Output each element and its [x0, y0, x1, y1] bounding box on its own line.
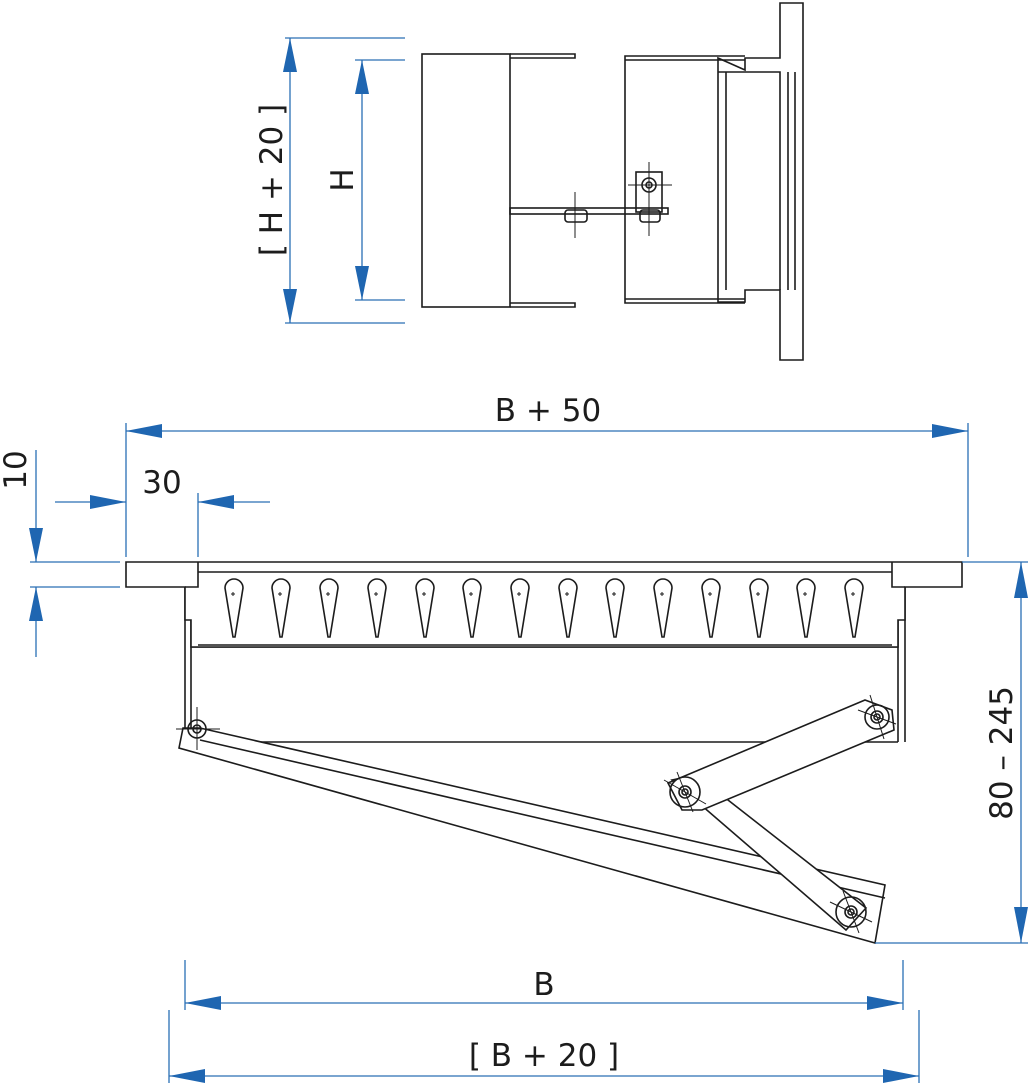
section-view: [421, 2, 804, 361]
label-h-plus-20: [ H + 20 ]: [254, 104, 290, 256]
label-80-245: 80 – 245: [984, 686, 1020, 820]
dimension-b-plus-50: B + 50: [125, 393, 969, 557]
label-b-plus-20: [ B + 20 ]: [469, 1038, 619, 1074]
dimension-b-plus-20: [ B + 20 ]: [168, 1010, 920, 1083]
label-h: H: [325, 168, 361, 191]
dimension-b: B: [184, 960, 904, 1010]
front-view: [125, 561, 963, 945]
label-b: B: [533, 967, 554, 1003]
dimension-30: 30: [55, 465, 270, 557]
dimension-h: H: [325, 59, 405, 301]
label-10: 10: [0, 450, 34, 489]
label-b-plus-50: B + 50: [495, 393, 601, 429]
label-30: 30: [142, 465, 181, 501]
teardrop-slot: [224, 578, 864, 638]
dimension-80-245: 80 – 245: [875, 561, 1028, 944]
dimension-10: 10: [0, 450, 120, 657]
dimension-h-plus-20: [ H + 20 ]: [254, 37, 405, 324]
